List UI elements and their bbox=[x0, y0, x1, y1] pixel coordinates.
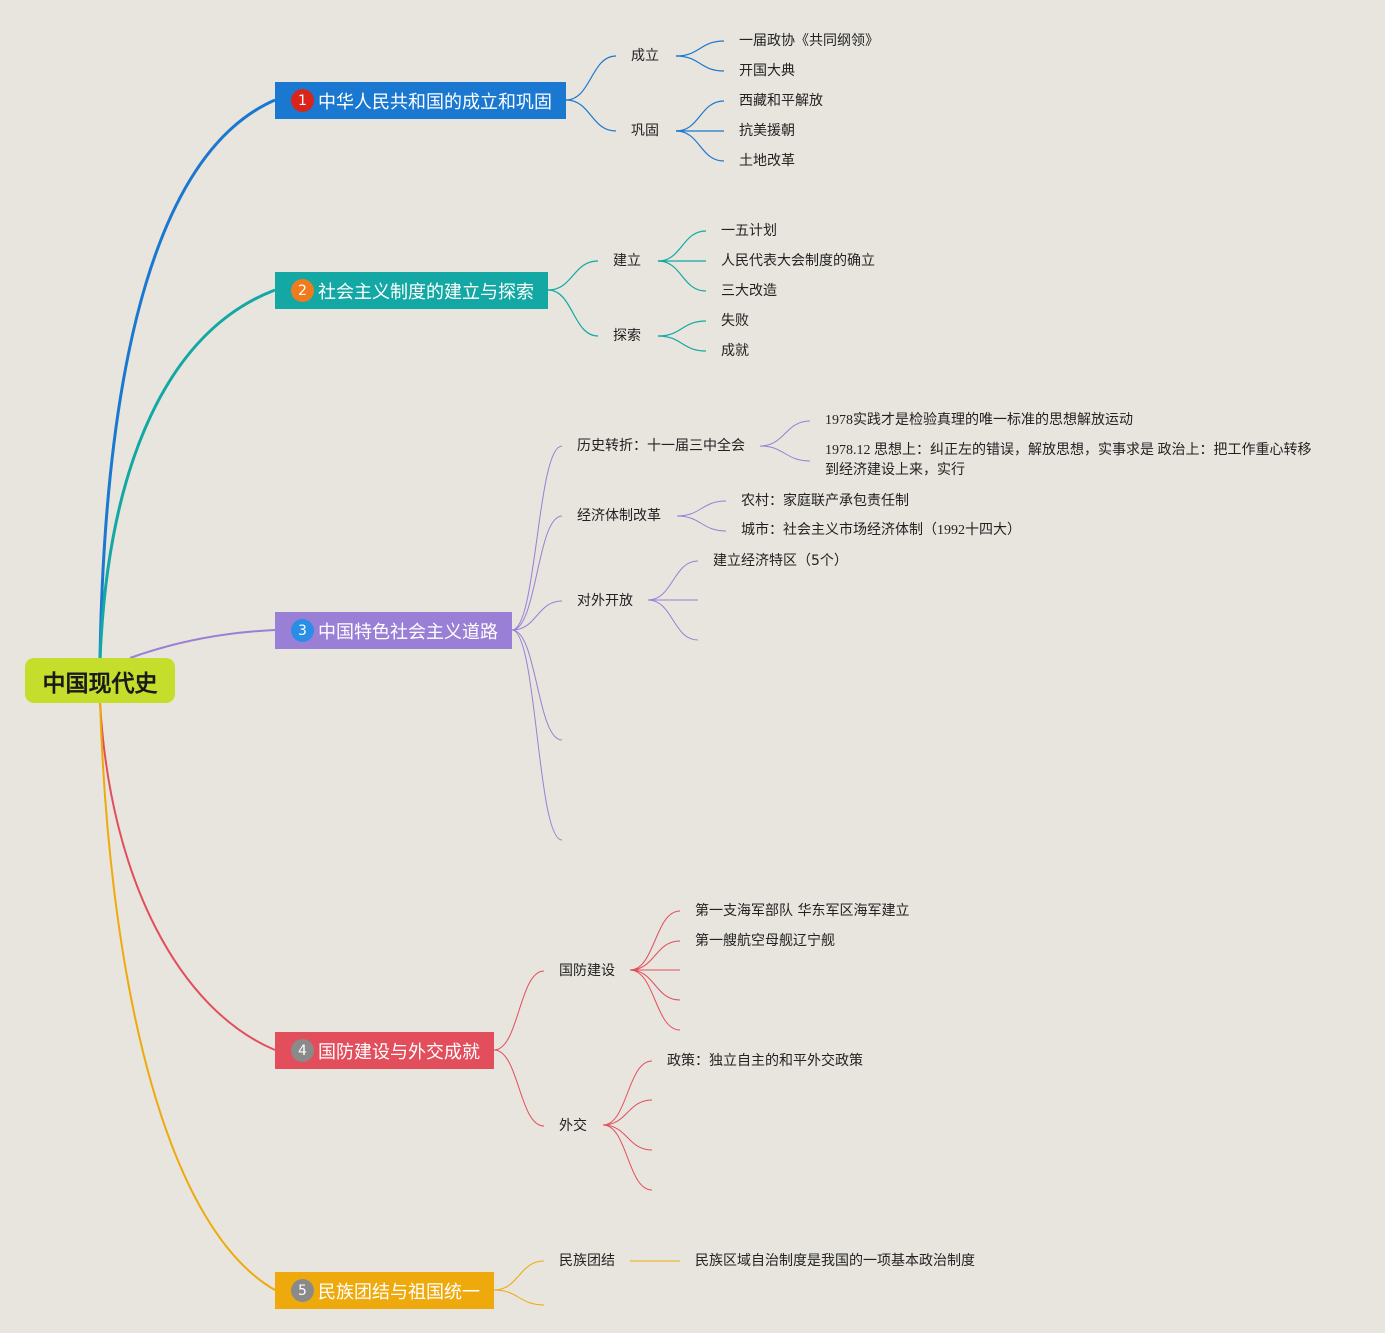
connector-line bbox=[629, 969, 681, 1031]
number-badge-icon: 4 bbox=[291, 1039, 314, 1062]
number-badge-icon: 1 bbox=[291, 89, 314, 112]
number-badge-icon: 3 bbox=[291, 619, 314, 642]
connector-line bbox=[657, 260, 707, 292]
branch-title: 中国特色社会主义道路 bbox=[318, 621, 498, 643]
sub-node-gonggu[interactable]: 巩固 bbox=[631, 123, 659, 139]
connector-line bbox=[676, 515, 727, 532]
leaf-node[interactable]: 抗美援朝 bbox=[739, 123, 795, 139]
connector-line bbox=[511, 600, 563, 631]
number-badge-icon: 5 bbox=[291, 1279, 314, 1302]
leaf-node[interactable]: 西藏和平解放 bbox=[739, 93, 823, 109]
leaf-node[interactable]: 民族区域自治制度是我国的一项基本政治制度 bbox=[695, 1253, 975, 1269]
branch-node-4[interactable]: 4 国防建设与外交成就 bbox=[275, 1032, 494, 1069]
sub-node-minzutuanjie[interactable]: 民族团结 bbox=[559, 1253, 615, 1269]
sub-node-lishizhuanzhe[interactable]: 历史转折：十一届三中全会 bbox=[577, 438, 745, 454]
connector-line bbox=[547, 289, 599, 337]
root-connector-line bbox=[98, 98, 276, 661]
leaf-node[interactable]: 第一艘航空母舰辽宁舰 bbox=[695, 933, 835, 949]
leaf-node[interactable]: 失败 bbox=[721, 313, 749, 329]
leaf-node[interactable]: 土地改革 bbox=[739, 153, 795, 169]
root-label: 中国现代史 bbox=[42, 670, 158, 697]
connector-line bbox=[565, 99, 617, 132]
leaf-node[interactable]: 政策：独立自主的和平外交政策 bbox=[667, 1053, 863, 1069]
branch-title: 国防建设与外交成就 bbox=[318, 1041, 480, 1063]
connector-line bbox=[602, 1060, 653, 1126]
leaf-node[interactable]: 城市：社会主义市场经济体制（1992十四大） bbox=[741, 523, 1021, 538]
connector-line bbox=[657, 320, 707, 337]
connector-line bbox=[629, 910, 681, 971]
sub-node-guofangjianshe[interactable]: 国防建设 bbox=[559, 963, 615, 979]
connector-line bbox=[602, 1124, 653, 1151]
leaf-node[interactable]: 人民代表大会制度的确立 bbox=[721, 253, 875, 269]
branch-node-3[interactable]: 3 中国特色社会主义道路 bbox=[275, 612, 512, 649]
leaf-node[interactable]: 1978.12 思想上：纠正左的错误，解放思想，实事求是 政治上：把工作重心转移… bbox=[825, 443, 1312, 478]
connector-line bbox=[511, 445, 563, 631]
branch-title: 社会主义制度的建立与探索 bbox=[318, 281, 534, 303]
sub-node-chengli[interactable]: 成立 bbox=[631, 48, 659, 64]
leaf-node[interactable]: 三大改造 bbox=[721, 283, 777, 299]
connector-line bbox=[493, 970, 545, 1051]
connector-line bbox=[493, 1260, 545, 1291]
branch-node-1[interactable]: 1 中华人民共和国的成立和巩固 bbox=[275, 82, 566, 119]
branch-node-2[interactable]: 2 社会主义制度的建立与探索 bbox=[275, 272, 548, 309]
connector-line bbox=[675, 55, 725, 72]
root-connector-line bbox=[99, 701, 276, 1291]
connector-line bbox=[565, 55, 617, 101]
connector-line bbox=[657, 335, 707, 352]
connector-line bbox=[629, 940, 681, 971]
leaf-node[interactable]: 第一支海军部队 华东军区海军建立 bbox=[695, 903, 910, 919]
connector-line bbox=[493, 1049, 545, 1127]
connector-line bbox=[511, 515, 563, 631]
connector-line bbox=[676, 500, 727, 517]
leaf-node[interactable]: 1978实践才是检验真理的唯一标准的思想解放运动 bbox=[825, 413, 1133, 428]
sub-node-jingjitizhigaige[interactable]: 经济体制改革 bbox=[577, 508, 661, 524]
leaf-node[interactable]: 一五计划 bbox=[721, 223, 777, 239]
sub-node-duiwaikaifang[interactable]: 对外开放 bbox=[577, 593, 633, 609]
connector-line bbox=[629, 969, 681, 1001]
root-node[interactable]: 中国现代史 bbox=[25, 658, 175, 703]
connector-line bbox=[547, 260, 599, 291]
connector-line bbox=[759, 420, 811, 447]
connector-line bbox=[675, 130, 725, 162]
connector-line bbox=[759, 445, 811, 462]
connector-line bbox=[602, 1124, 653, 1191]
branch-node-5[interactable]: 5 民族团结与祖国统一 bbox=[275, 1272, 494, 1309]
connector-line bbox=[675, 100, 725, 132]
number-badge-icon: 2 bbox=[291, 279, 314, 302]
root-connector-line bbox=[99, 701, 276, 1051]
leaf-node[interactable]: 一届政协《共同纲领》 bbox=[739, 33, 879, 49]
connector-line bbox=[675, 40, 725, 57]
leaf-node[interactable]: 开国大典 bbox=[739, 63, 795, 79]
connector-line bbox=[511, 629, 563, 841]
connector-line bbox=[647, 560, 699, 601]
sub-node-tansuo[interactable]: 探索 bbox=[613, 328, 641, 344]
root-connector-line bbox=[98, 288, 276, 661]
connector-line bbox=[511, 629, 563, 741]
branch-title: 中华人民共和国的成立和巩固 bbox=[318, 91, 552, 113]
branch-title: 民族团结与祖国统一 bbox=[318, 1281, 480, 1303]
connector-line bbox=[657, 230, 707, 262]
sub-node-waijiao[interactable]: 外交 bbox=[559, 1118, 587, 1134]
leaf-node[interactable]: 成就 bbox=[721, 343, 749, 359]
leaf-node[interactable]: 建立经济特区（5个） bbox=[713, 553, 848, 569]
connector-line bbox=[493, 1289, 545, 1306]
leaf-node[interactable]: 农村：家庭联产承包责任制 bbox=[741, 493, 909, 509]
connector-line bbox=[602, 1099, 653, 1126]
sub-node-jianli[interactable]: 建立 bbox=[613, 253, 641, 269]
root-connector-line bbox=[129, 629, 276, 659]
connector-line bbox=[647, 599, 699, 641]
